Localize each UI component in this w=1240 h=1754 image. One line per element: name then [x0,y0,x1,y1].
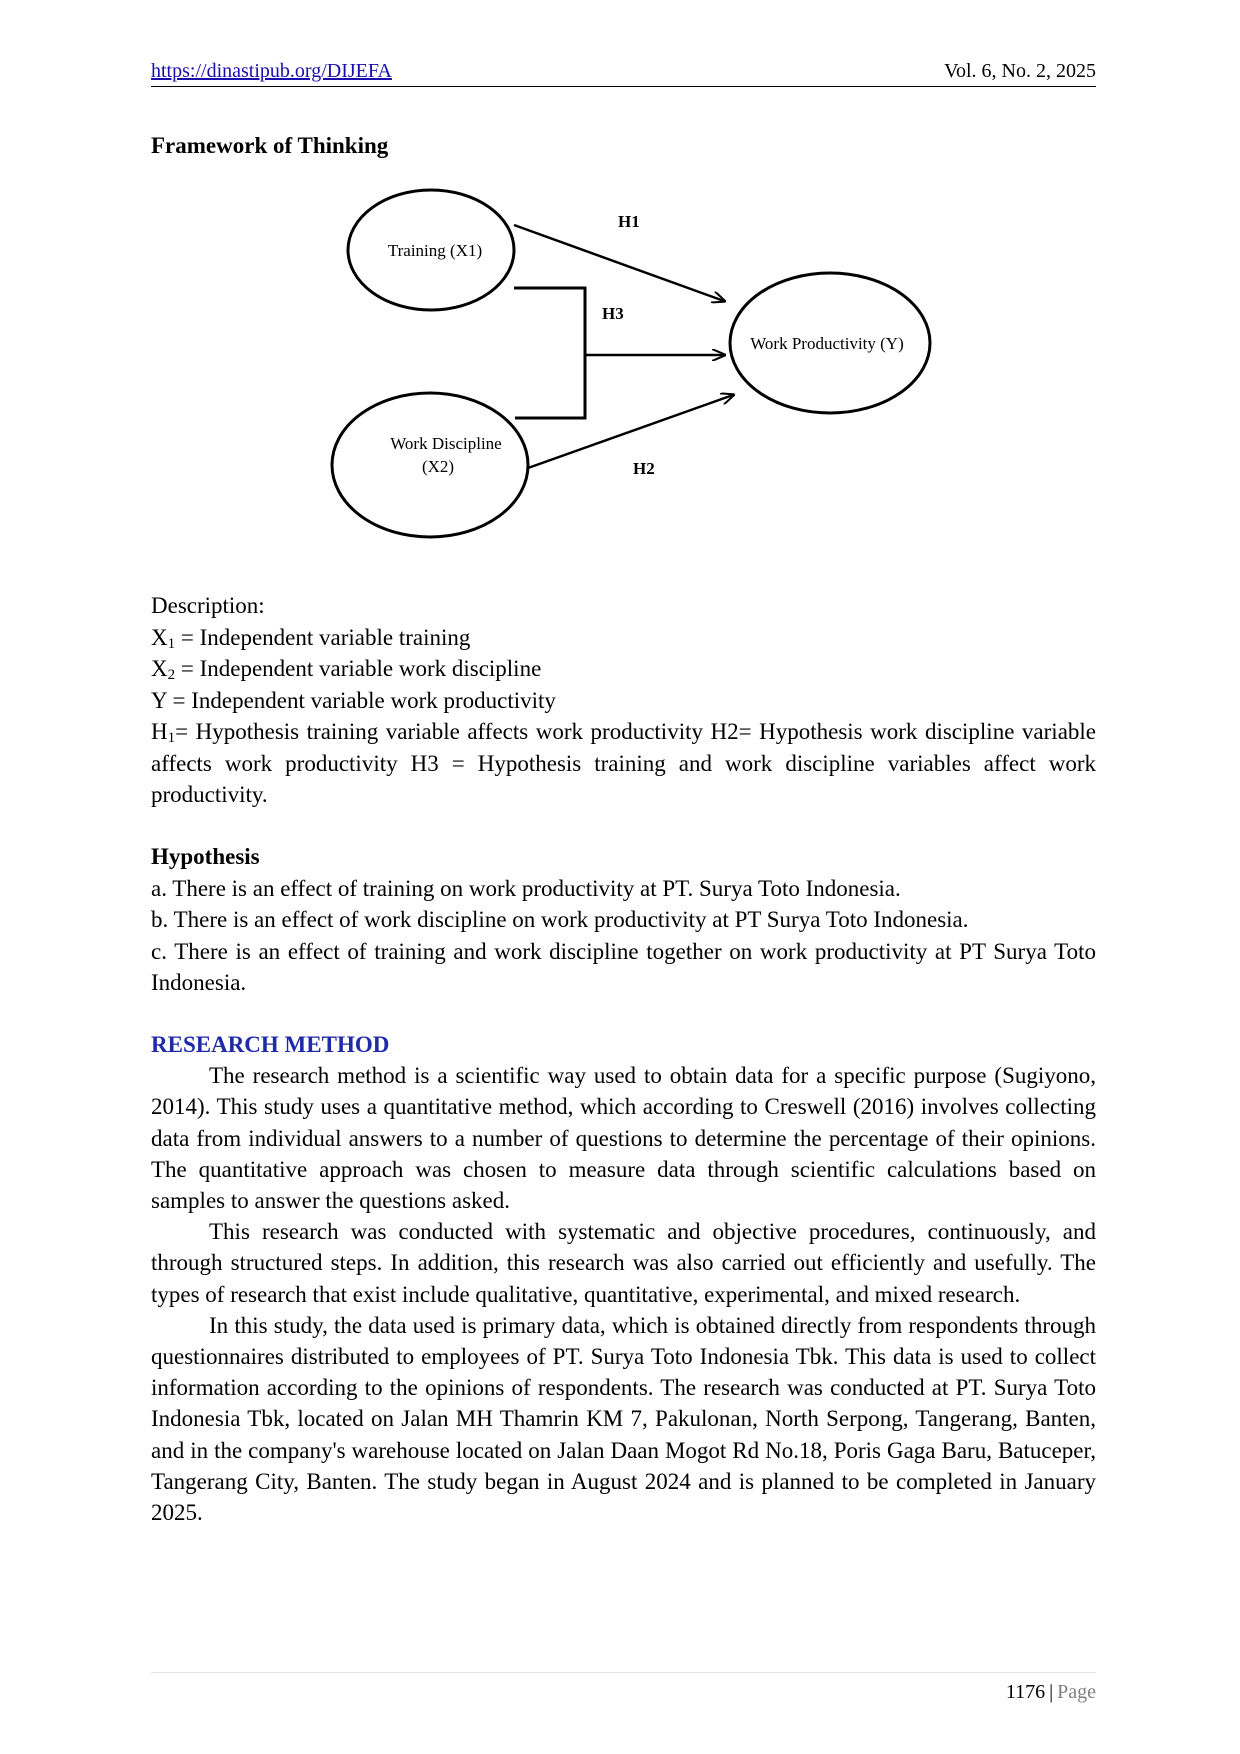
framework-diagram-svg: Training (X1) Work Discipline (X2) Work … [330,188,932,539]
research-method-heading: RESEARCH METHOD [151,1032,390,1057]
node-work-productivity-y [728,271,932,415]
page-header: https://dinastipub.org/DIJEFA Vol. 6, No… [151,58,1096,87]
description-y: Y = Independent variable work productivi… [151,687,556,713]
research-method-paragraph-1: The research method is a scientific way … [151,1063,1096,1214]
description-heading: Description: [151,593,265,618]
page-label: Page [1057,1681,1096,1703]
bracket-h3 [514,286,587,420]
description-hypotheses: H1= Hypothesis training variable affects… [151,719,1096,807]
research-method-paragraph-2: This research was conducted with systema… [151,1219,1096,1307]
node-x2-label-line1: Work Discipline [390,434,501,453]
node-training-x1 [346,188,516,312]
node-x2-label-line2: (X2) [422,457,454,476]
arrow-h1 [513,223,724,301]
label-h3: H3 [602,304,624,323]
footer-divider [151,1672,1096,1673]
page-footer: 1176|Page [1006,1681,1096,1704]
description-x2: X2 = Independent variable work disciplin… [151,656,542,683]
node-work-discipline-x2 [330,391,530,539]
label-h2: H2 [633,459,655,478]
hypothesis-section: Hypothesis a. There is an effect of trai… [151,841,1096,999]
hypothesis-heading: Hypothesis [151,844,260,869]
label-h1: H1 [618,212,640,231]
research-method-paragraph-3: In this study, the data used is primary … [151,1312,1096,1526]
framework-title: Framework of Thinking [151,133,389,158]
arrow-h2 [527,395,733,470]
framework-diagram: Training (X1) Work Discipline (X2) Work … [330,185,950,555]
hypothesis-item-a: a. There is an effect of training on wor… [151,875,901,901]
footer-separator: | [1049,1681,1054,1703]
node-y-label: Work Productivity (Y) [750,334,904,353]
node-x1-label: Training (X1) [388,241,482,260]
page-number: 1176 [1005,1681,1046,1703]
volume-info: Vol. 6, No. 2, 2025 [944,60,1096,82]
hypothesis-item-c: c. There is an effect of training and wo… [151,938,1096,996]
hypothesis-item-b: b. There is an effect of work discipline… [151,907,969,932]
research-method-section: RESEARCH METHOD The research method is a… [151,1029,1096,1528]
journal-url-link[interactable]: https://dinastipub.org/DIJEFA [151,60,392,82]
description-x1: X1 = Independent variable training [151,624,471,652]
description-section: Description: X1 = Independent variable t… [151,590,1096,811]
